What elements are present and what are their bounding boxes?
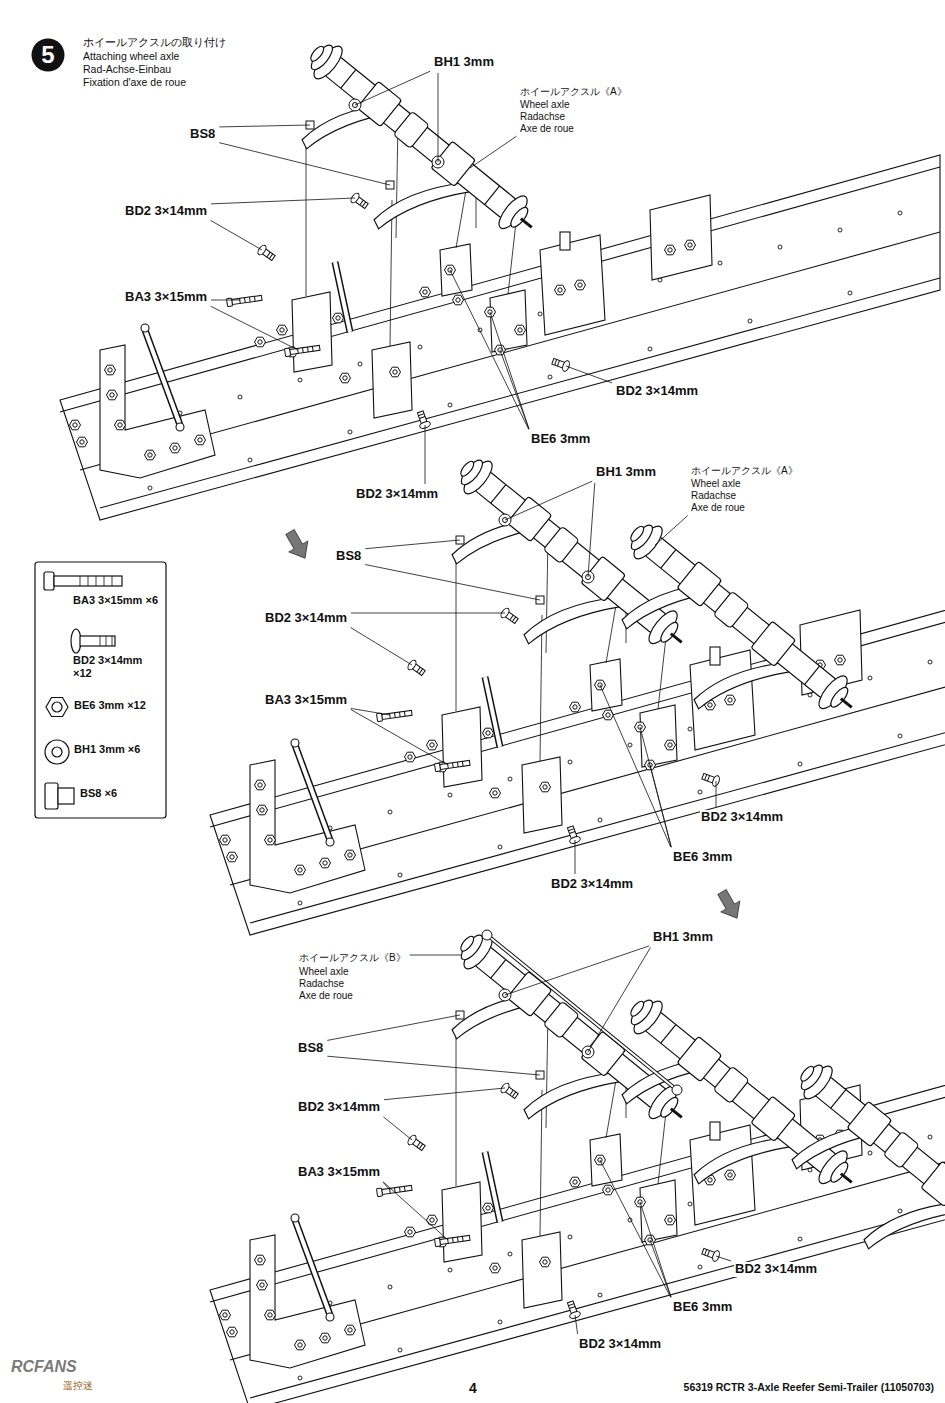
part-callout: BH1 3mm	[652, 930, 714, 945]
step-number-text: 5	[41, 43, 54, 67]
part-callout: BD2 3×14mm	[615, 384, 699, 399]
part-name: Wheel axle	[690, 478, 741, 490]
step-arrow	[713, 887, 747, 924]
leader-line	[351, 708, 390, 715]
parts-list-entry: BS8 ×6	[80, 787, 165, 800]
part-callout: BS8	[189, 127, 216, 142]
leader-line	[351, 709, 448, 765]
leader-line	[588, 483, 595, 577]
part-name: ホイールアクスル《A》	[690, 465, 799, 477]
leader-line	[566, 366, 612, 383]
leader-line	[383, 1117, 412, 1140]
leader-line	[650, 765, 671, 847]
part-callout: BE6 3mm	[672, 1300, 733, 1315]
leader-line	[650, 1240, 671, 1297]
leader-line	[211, 198, 355, 204]
leader-line	[219, 143, 390, 185]
leader-line	[716, 1256, 731, 1261]
leader-line	[600, 685, 671, 847]
leader-line	[365, 540, 460, 549]
part-name: Axe de roue	[690, 502, 746, 514]
leader-line	[450, 270, 529, 429]
leader-line	[355, 71, 430, 105]
part-name: ホイールアクスル《B》	[298, 952, 407, 964]
part-callout: BH1 3mm	[595, 465, 657, 480]
leader-line	[600, 1160, 671, 1297]
parts-list-entry: BE6 3mm ×12	[74, 699, 159, 712]
watermark: RCFANS	[10, 1358, 78, 1376]
leader-line	[327, 1056, 540, 1075]
parts-list-entry: BH1 3mm ×6	[74, 743, 159, 756]
leader-line	[575, 1315, 578, 1334]
step-circle	[32, 39, 65, 72]
part-callout: BS8	[335, 549, 362, 564]
leader-line	[365, 565, 540, 600]
step-title: ホイールアクスルの取り付け	[82, 36, 227, 49]
panel-three	[210, 926, 945, 1403]
part-name: Wheel axle	[519, 99, 570, 111]
part-callout: BD2 3×14mm	[124, 204, 208, 219]
part-callout: BD2 3×14mm	[355, 487, 439, 502]
part-callout: BA3 3×15mm	[264, 693, 348, 708]
watermark: 遥控迷	[62, 1380, 94, 1392]
leader-line	[383, 1182, 448, 1240]
leader-line	[470, 136, 517, 168]
leader-line	[211, 306, 298, 350]
step-title: Fixation d'axe de roue	[82, 76, 187, 88]
parts-list	[35, 562, 166, 818]
part-callout: BD2 3×14mm	[700, 810, 784, 825]
leader-line	[425, 425, 426, 484]
leader-line	[383, 1182, 390, 1190]
leader-line	[351, 613, 505, 614]
leader-line	[410, 955, 462, 956]
part-name: Axe de roue	[519, 123, 575, 135]
panel-two	[210, 451, 945, 935]
leader-line	[640, 1202, 671, 1297]
leader-line	[219, 125, 310, 127]
leader-line	[505, 481, 592, 520]
leader-line	[211, 220, 262, 250]
part-name: ホイールアクスル《A》	[519, 86, 628, 98]
leader-line	[575, 840, 576, 874]
part-name: Axe de roue	[298, 990, 354, 1002]
leader-line	[438, 73, 439, 162]
part-name: Radachse	[298, 978, 345, 990]
leader-line	[490, 312, 529, 429]
part-callout: BD2 3×14mm	[578, 1337, 662, 1352]
leader-line	[640, 727, 671, 847]
part-name: Wheel axle	[298, 966, 349, 978]
step-number: 5	[31, 38, 65, 72]
page-number: 4	[468, 1380, 478, 1396]
leader-line	[500, 350, 529, 429]
leader-line	[327, 1015, 460, 1040]
leader-line	[351, 628, 412, 665]
part-callout: BE6 3mm	[530, 432, 591, 447]
part-callout: BA3 3×15mm	[124, 290, 208, 305]
parts-list-entry: BD2 3×14mm ×12	[73, 654, 158, 680]
part-callout: BD2 3×14mm	[297, 1100, 381, 1115]
part-callout: BS8	[297, 1041, 324, 1056]
part-callout: BD2 3×14mm	[264, 611, 348, 626]
leader-line	[384, 1088, 505, 1100]
panel-one	[60, 36, 940, 520]
step-arrow	[281, 527, 315, 564]
kit-footer: 56319 RCTR 3-Axle Reefer Semi-Trailer (1…	[683, 1381, 935, 1393]
step-title: Rad-Achse-Einbau	[82, 63, 172, 75]
parts-list-entry: BA3 3×15mm ×6	[73, 594, 158, 607]
part-callout: BD2 3×14mm	[734, 1262, 818, 1277]
part-name: Radachse	[690, 490, 737, 502]
part-callout: BH1 3mm	[433, 55, 495, 70]
leader-line	[716, 781, 717, 807]
part-callout: BA3 3×15mm	[297, 1165, 381, 1180]
leader-line	[655, 516, 688, 545]
part-name: Radachse	[519, 111, 566, 123]
leader-line	[505, 946, 649, 995]
part-callout: BE6 3mm	[672, 850, 733, 865]
step-title: Attaching wheel axle	[82, 50, 180, 62]
leader-line	[211, 300, 240, 301]
part-callout: BD2 3×14mm	[550, 877, 634, 892]
leader-line	[588, 948, 650, 1052]
